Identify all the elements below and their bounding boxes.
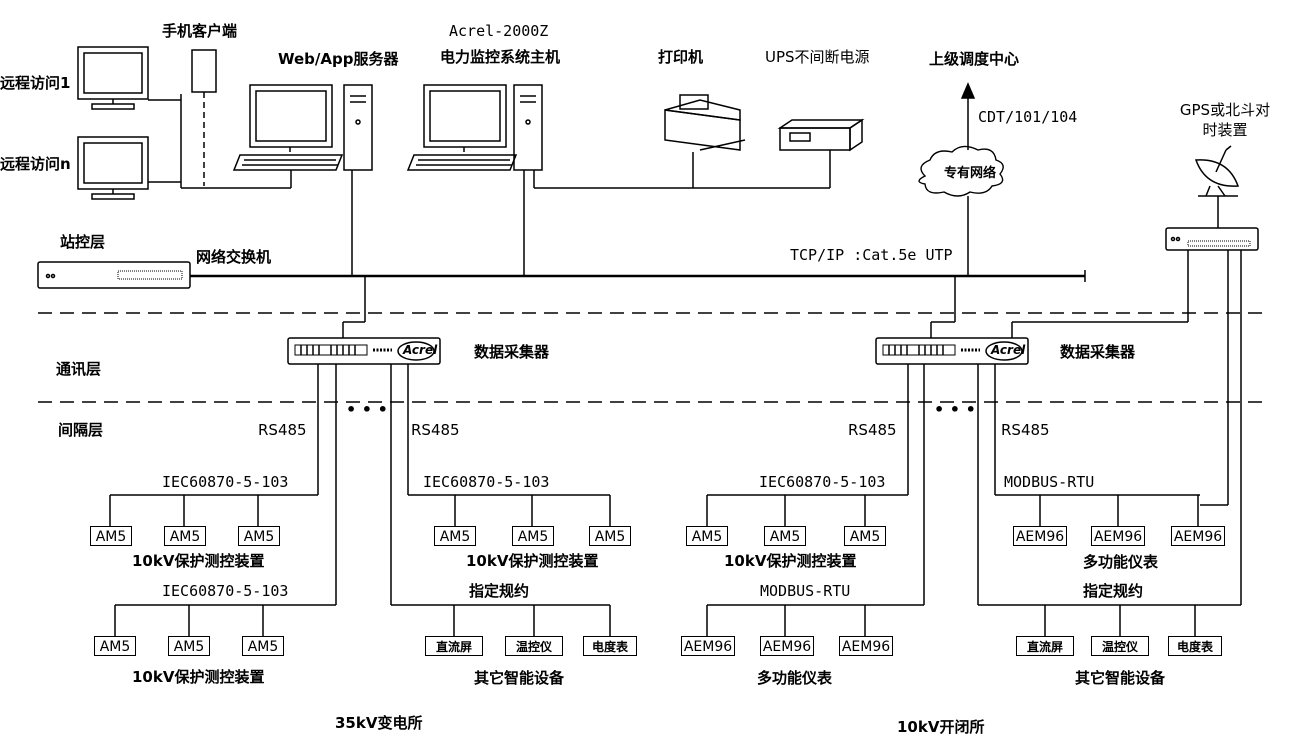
remote-access-1-label: 远程访问1 [0,74,71,92]
phone-icon [191,49,217,93]
device-am5: AM5 [589,526,631,546]
device-am5: AM5 [686,526,728,546]
device-am5: AM5 [764,526,806,546]
protection-caption-2: 10kV保护测控装置 [466,552,599,570]
other-devices-caption-2: 其它智能设备 [1075,669,1166,687]
ellipsis-right: • • • [934,400,976,419]
switching-station-10kv-label: 10kV开闭所 [897,718,985,736]
rs485-label-2: RS485 [411,421,460,439]
acrel-logo-left: Acrel [403,343,438,357]
station-layer-label: 站控层 [60,233,106,251]
ups-label: UPS不间断电源 [765,48,870,66]
host-computer-icon [406,84,543,171]
device-temp-controller: 温控仪 [1091,636,1149,656]
rs485-label-3: RS485 [848,421,897,439]
device-aem96: AEM96 [1171,526,1225,546]
phone-client-label: 手机客户端 [162,22,238,40]
device-am5: AM5 [512,526,554,546]
remote-access-n-label: 远程访问n [0,155,71,173]
network-switch-icon [37,261,191,289]
device-am5: AM5 [94,636,136,656]
iec-label-3: IEC60870-5-103 [759,473,886,491]
dispatch-center-label: 上级调度中心 [929,50,1020,68]
bay-layer-label: 间隔层 [58,421,104,439]
host-model-label: Acrel-2000Z [449,22,549,40]
device-energy-meter: 电度表 [1168,636,1222,656]
gps-device-icon [1165,227,1259,251]
device-am5: AM5 [238,526,280,546]
spec-protocol-caption-2: 指定规约 [1083,582,1144,600]
iec-label-4: IEC60870-5-103 [162,582,289,600]
modbus-label-2: MODBUS-RTU [760,582,851,600]
protocol-cdt-label: CDT/101/104 [978,108,1078,126]
device-aem96: AEM96 [681,636,735,656]
ups-icon [777,118,865,152]
modbus-label-1: MODBUS-RTU [1004,473,1095,491]
network-switch-label: 网络交换机 [196,248,272,266]
collector-left-label: 数据采集器 [474,343,550,361]
collector-right-label: 数据采集器 [1060,343,1136,361]
tcpip-label: TCP/IP :Cat.5e UTP [790,246,953,264]
gps-dish-icon [1194,145,1240,197]
device-dc-panel: 直流屏 [425,636,483,656]
other-devices-caption-1: 其它智能设备 [474,669,565,687]
acrel-logo-right: Acrel [991,343,1026,357]
multifunction-caption-1: 多功能仪表 [1083,553,1159,571]
collector-right-icon [875,337,1029,365]
web-server-label: Web/App服务器 [278,50,399,68]
host-name-label: 电力监控系统主机 [440,48,561,66]
protection-caption-1: 10kV保护测控装置 [132,552,265,570]
device-am5: AM5 [168,636,210,656]
device-am5: AM5 [242,636,284,656]
protection-caption-4: 10kV保护测控装置 [132,668,265,686]
device-aem96: AEM96 [1013,526,1067,546]
printer-label: 打印机 [658,48,704,66]
collector-left-icon [287,337,441,365]
private-network-cloud-icon [918,145,1004,197]
iec-label-1: IEC60870-5-103 [162,473,289,491]
device-temp-controller: 温控仪 [505,636,563,656]
remote-monitor-n-icon [77,136,149,200]
comm-layer-label: 通讯层 [56,360,102,378]
rs485-label-4: RS485 [1001,421,1050,439]
iec-label-2: IEC60870-5-103 [423,473,550,491]
device-am5: AM5 [434,526,476,546]
printer-icon [664,94,746,151]
private-network-label: 专有网络 [944,166,997,181]
gps-label: GPS或北斗对时装置 [1179,101,1271,139]
spec-protocol-caption-1: 指定规约 [469,582,530,600]
device-aem96: AEM96 [760,636,814,656]
device-aem96: AEM96 [839,636,893,656]
multifunction-caption-2: 多功能仪表 [757,669,833,687]
substation-35kv-label: 35kV变电所 [335,714,423,732]
remote-monitor-1-icon [77,46,149,110]
web-server-icon [232,84,373,171]
device-am5: AM5 [90,526,132,546]
protection-caption-3: 10kV保护测控装置 [724,552,857,570]
device-energy-meter: 电度表 [583,636,637,656]
device-dc-panel: 直流屏 [1016,636,1074,656]
rs485-label-1: RS485 [258,421,307,439]
device-am5: AM5 [164,526,206,546]
device-aem96: AEM96 [1091,526,1145,546]
device-am5: AM5 [844,526,886,546]
ellipsis-left: • • • [346,400,388,419]
